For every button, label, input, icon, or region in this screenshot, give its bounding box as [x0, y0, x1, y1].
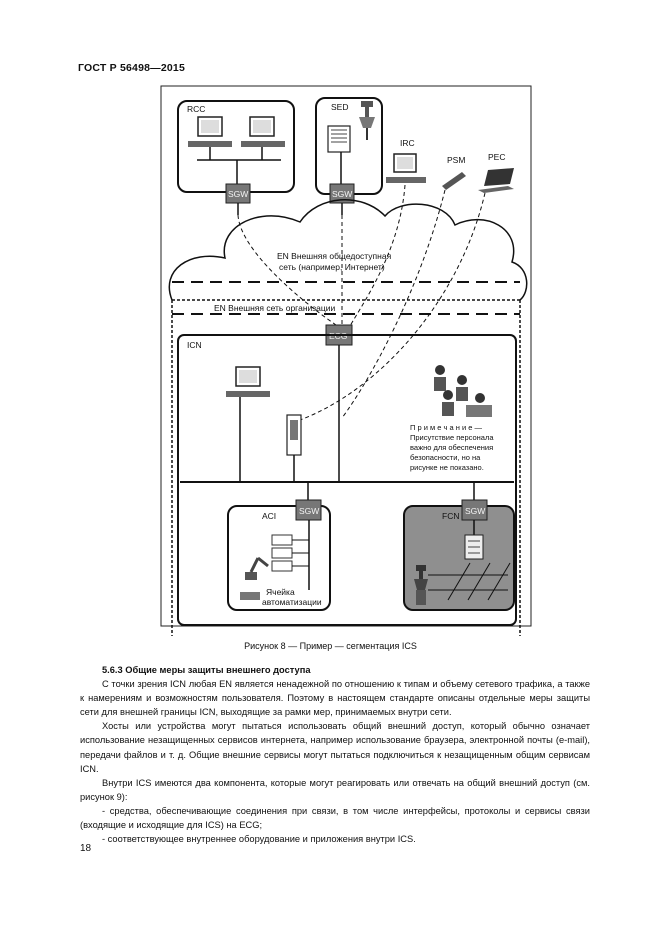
en-public-label-2: сеть (например, Интернет): [279, 262, 385, 272]
psm-label: PSM: [447, 155, 465, 165]
svg-text:SGW: SGW: [299, 506, 319, 516]
field-network-grid: [428, 562, 511, 601]
page-number: 18: [80, 843, 92, 854]
svg-text:SGW: SGW: [332, 189, 352, 199]
icn-label: ICN: [187, 340, 202, 350]
personnel-icon: [434, 365, 492, 417]
document-header: ГОСТ Р 56498—2015: [78, 62, 186, 74]
sgw-aci: SGW: [295, 499, 322, 521]
paragraph: Хосты или устройства могут пытаться испо…: [80, 721, 590, 774]
laptop-icon: [478, 168, 514, 193]
sgw-rcc: SGW: [225, 183, 251, 204]
irc-label: IRC: [400, 138, 415, 148]
en-org-label: EN Внешняя сеть организации: [214, 303, 335, 313]
sed-label: SED: [331, 102, 348, 112]
pec-label: PEC: [488, 152, 505, 162]
computer-icon: [226, 366, 270, 397]
org-network-boundary: [171, 299, 521, 636]
svg-text:SGW: SGW: [465, 506, 485, 516]
note-line-1: П р и м е ч а н и е —: [410, 423, 482, 432]
section-title: 5.6.3 Общие меры защиты внешнего доступа: [102, 665, 311, 675]
note-line-3: важно для обеспечения: [410, 443, 493, 452]
cell-label-1: Ячейка: [266, 587, 295, 597]
network-segmentation-figure: RCC SGW SED: [160, 85, 532, 636]
note-line-4: безопасности, но на: [410, 453, 481, 462]
list-item: - средства, обеспечивающие соединения пр…: [80, 805, 590, 831]
paragraph: Внутри ICS имеются два компонента, котор…: [80, 777, 590, 802]
rcc-site: RCC: [177, 100, 295, 193]
figure-caption: Рисунок 8 — Пример — сегментация ICS: [244, 641, 417, 651]
computer-icon: [188, 116, 232, 147]
sed-site: SED: [315, 97, 383, 195]
robot-arm-icon: [240, 556, 269, 600]
computer-icon: [241, 116, 285, 147]
note-line-2: Присутствие персонала: [410, 433, 494, 442]
rcc-label: RCC: [187, 104, 205, 114]
fcn-label: FCN: [442, 511, 459, 521]
controller-rack-icon: [271, 534, 309, 572]
fcn-zone: [403, 505, 515, 611]
server-icon: [286, 414, 302, 456]
list-item: - соответствующее внутреннее оборудовани…: [102, 834, 416, 845]
public-network-cloud: [168, 198, 528, 301]
svg-text:SGW: SGW: [228, 189, 248, 199]
section-body: 5.6.3 Общие меры защиты внешнего доступа…: [80, 663, 590, 846]
controller-cabinet-icon: [464, 534, 484, 560]
computer-icon: [386, 153, 426, 183]
note-line-5: рисунке не показано.: [410, 463, 484, 472]
aci-zone: [227, 505, 331, 611]
en-public-label-1: EN Внешняя общедоступная: [277, 251, 392, 261]
aci-label: ACI: [262, 511, 276, 521]
valve-icon: [414, 565, 428, 605]
sgw-fcn: SGW: [461, 499, 488, 521]
valve-icon: [359, 101, 375, 140]
paragraph: С точки зрения ICN любая EN является нен…: [80, 679, 590, 718]
icn-network: [177, 334, 517, 626]
controller-cabinet-icon: [327, 125, 351, 153]
cell-label-2: автоматизации: [262, 597, 322, 607]
phone-icon: [442, 172, 466, 190]
